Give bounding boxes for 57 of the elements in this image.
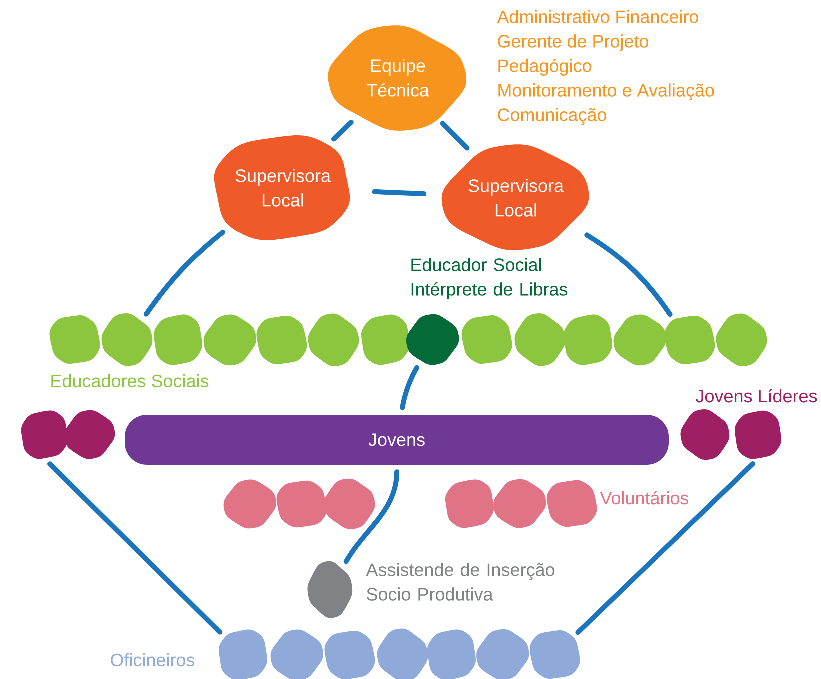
role-list: Administrativo Financeiro Gerente de Projeto Pedagógico Monitoramento e Avaliação Comunicação	[497, 10, 714, 126]
connector-line	[576, 462, 756, 636]
connector-line	[584, 232, 673, 318]
node-label: Comunicação	[498, 108, 606, 126]
blob	[664, 316, 716, 364]
blob	[204, 314, 256, 366]
blob	[64, 410, 116, 460]
blob	[530, 630, 580, 679]
blob	[324, 631, 376, 679]
blob	[734, 410, 782, 460]
labeled-blob: Equipe Técnica	[328, 26, 467, 131]
blob	[324, 478, 376, 530]
blob	[614, 314, 666, 366]
labeled-band: Jovens	[125, 414, 669, 465]
blob	[680, 410, 730, 460]
node-label: Administrativo Financeiro	[497, 10, 698, 24]
blob	[308, 314, 360, 366]
connector-line	[440, 121, 470, 151]
blob-caption: Educador Social Intérprete de Libras	[412, 258, 568, 300]
node-label: Pedagógico	[498, 58, 592, 76]
blob	[219, 630, 268, 679]
blob	[494, 479, 546, 528]
blob	[102, 314, 153, 366]
group-label: Educadores Sociais	[52, 374, 209, 388]
blob	[476, 629, 530, 679]
blob	[361, 314, 410, 366]
blob	[462, 315, 512, 364]
blob	[546, 480, 598, 528]
blob	[406, 314, 460, 366]
blob	[445, 480, 494, 528]
connector-line	[372, 189, 427, 197]
connector-line	[47, 462, 223, 635]
blob	[514, 314, 566, 366]
blob-caption: Assistende de Inserção Socio Produtiva	[366, 563, 555, 601]
blob	[377, 628, 428, 679]
blob	[716, 314, 768, 366]
connector-line	[344, 470, 400, 564]
group-label: Oficineiros	[111, 653, 195, 667]
labeled-blob: Supervisora Local	[442, 144, 590, 250]
blob	[564, 314, 613, 366]
node-label: Gerente de Projeto	[498, 34, 649, 52]
blob	[276, 480, 328, 528]
blob	[308, 561, 353, 618]
blob	[270, 630, 324, 679]
group-label: Voluntários	[600, 491, 689, 505]
group-label: Jovens Líderes	[696, 389, 818, 403]
blob	[50, 315, 100, 364]
connector-line	[400, 365, 420, 410]
connector-line	[332, 120, 354, 142]
blob	[427, 630, 476, 679]
blob	[224, 480, 276, 529]
connector-line	[144, 230, 226, 317]
blob	[256, 316, 308, 364]
blob	[154, 314, 203, 366]
node-label: Monitoramento e Avaliação	[498, 84, 714, 101]
blob	[21, 410, 68, 460]
labeled-blob: Supervisora Local	[214, 136, 350, 240]
